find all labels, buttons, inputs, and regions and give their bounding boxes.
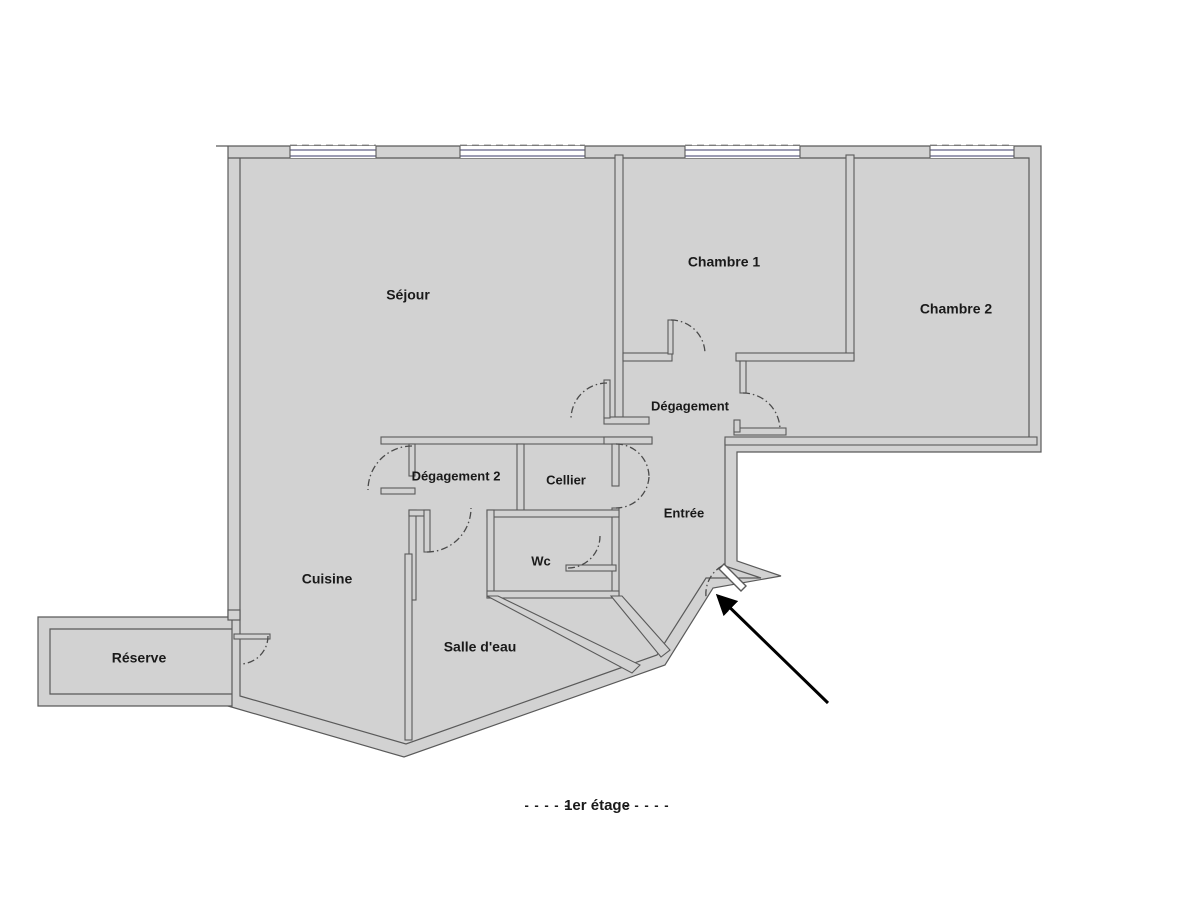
- room-label-salle-d-eau: Salle d'eau: [444, 639, 517, 655]
- room-labels: Séjour Chambre 1 Chambre 2 Dégagement Dé…: [112, 254, 993, 666]
- wall-chambre1-bottom-right: [735, 352, 855, 362]
- swing-sejour: [570, 382, 608, 420]
- window-cutout-1: [290, 146, 376, 158]
- wall-cellier-top-right: [603, 436, 653, 445]
- room-label-cuisine: Cuisine: [302, 571, 353, 587]
- wall-sejour-chambre1: [614, 154, 624, 418]
- wall-chambre1-chambre2: [845, 154, 855, 361]
- wall-deg2-left-bottom: [380, 487, 416, 495]
- swing-reserve: [239, 635, 269, 665]
- swing-cellier: [615, 443, 650, 478]
- swing-entrance: [705, 565, 723, 598]
- wall-wc-left: [486, 509, 495, 599]
- swing-chambre1: [670, 319, 706, 355]
- room-label-chambre-1: Chambre 1: [688, 254, 761, 270]
- wall-deg2-door-jamb: [423, 509, 431, 553]
- room-label-chambre-2: Chambre 2: [920, 301, 993, 317]
- wall-deg2-cellier: [516, 443, 525, 517]
- swing-cellier-2: [615, 476, 650, 509]
- wall-salledeau-angle-left: [486, 595, 641, 674]
- window-cutout-3: [685, 146, 800, 158]
- room-label-reserve: Réserve: [112, 650, 167, 666]
- swing-wc: [567, 535, 601, 569]
- wall-salledeau-angle-right: [609, 595, 671, 658]
- wall-degagement-left-jamb: [603, 379, 611, 419]
- wall-wc-top: [486, 509, 620, 518]
- swing-degagement2: [367, 445, 413, 491]
- room-label-wc: Wc: [531, 553, 551, 568]
- wall-cuisine-salledeau: [404, 553, 413, 741]
- wall-degagement-right-upper: [739, 360, 747, 394]
- wall-wc-door-jamb: [565, 564, 617, 572]
- wall-cellier-right-lower: [611, 507, 620, 597]
- door-jamb-reserve: [233, 633, 271, 640]
- room-label-sejour: Séjour: [386, 287, 430, 303]
- reserve-wall-band: [37, 616, 233, 707]
- wall-entree-top: [724, 436, 1038, 446]
- entrance-arrow-line: [715, 593, 830, 705]
- wall-degagement-right-stub: [733, 419, 741, 433]
- room-label-degagement-2: Dégagement 2: [412, 468, 501, 483]
- cuisine-left-wall: [227, 609, 241, 621]
- wall-sejour-degagement-stub: [603, 416, 650, 425]
- top-wall-windows: [289, 144, 1015, 158]
- wall-deg2-left-jamb: [408, 443, 416, 477]
- window-cutout-4: [930, 146, 1014, 158]
- swing-cuisine: [426, 507, 472, 553]
- room-label-entree: Entrée: [664, 505, 704, 520]
- plan-caption: - - - - - 1er étage - - - - -: [524, 797, 669, 814]
- room-label-cellier: Cellier: [546, 472, 586, 487]
- cuisine-left-wall-seg: [227, 609, 241, 621]
- room-label-degagement: Dégagement: [651, 398, 730, 413]
- door-swing-arcs: [239, 319, 781, 665]
- interior-walls: [233, 154, 1038, 741]
- window-cutout-2: [460, 146, 585, 158]
- door-jamb-chambre1: [667, 319, 674, 355]
- caption-dash-right: - - - - -: [624, 797, 669, 812]
- wall-cellier-right: [611, 443, 620, 487]
- wall-chambre1-bottom-left: [622, 352, 673, 362]
- entrance-arrow: [715, 593, 830, 705]
- caption-title: 1er étage: [564, 797, 630, 814]
- wall-wc-bottom: [486, 590, 620, 599]
- reserve-outer-walls: [37, 616, 233, 707]
- caption-dash-left: - - - - -: [524, 797, 569, 812]
- wall-degagement-right-lower: [733, 427, 787, 436]
- swing-chambre2: [742, 392, 781, 431]
